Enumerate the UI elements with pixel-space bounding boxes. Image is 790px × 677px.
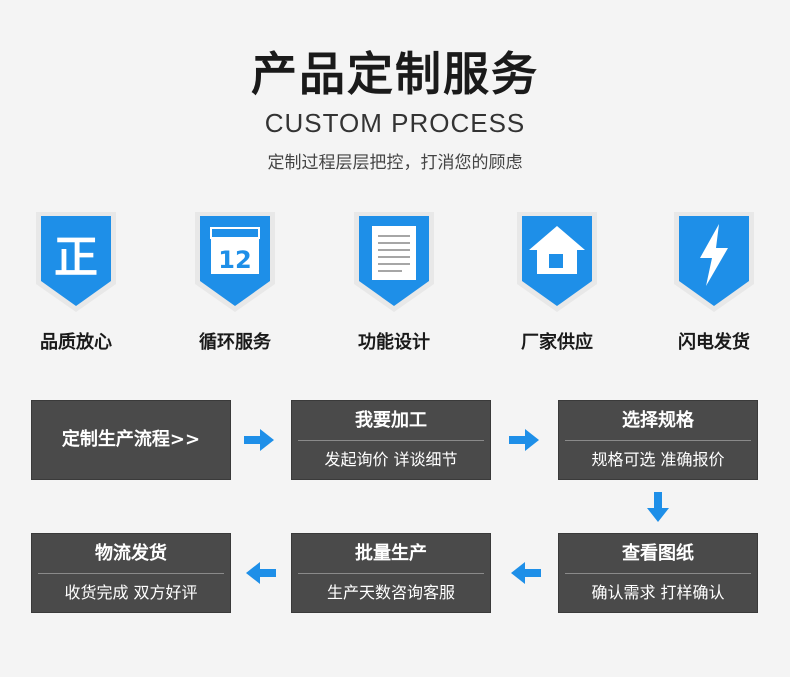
process-step-box: 选择规格 规格可选 准确报价 — [558, 400, 758, 480]
process-step-title: 我要加工 — [298, 401, 484, 441]
chinese-subtitle: 定制过程层层把控，打消您的顾虑 — [267, 153, 523, 173]
process-step-title: 选择规格 — [565, 401, 751, 441]
arrow-right-icon — [509, 429, 539, 451]
feature-row: 正 品质放心 12 循环服务 功能设计 — [0, 210, 790, 360]
process-start-box: 定制生产流程>> — [31, 400, 231, 480]
document-icon — [354, 212, 434, 312]
feature-shipping: 闪电发货 — [649, 210, 779, 354]
svg-text:12: 12 — [218, 246, 251, 274]
feature-label: 循环服务 — [199, 332, 271, 353]
process-step-box: 批量生产 生产天数咨询客服 — [291, 533, 491, 613]
process-step-desc: 生产天数咨询客服 — [326, 583, 455, 602]
page-title: 产品定制服务 — [251, 47, 539, 101]
feature-label: 厂家供应 — [521, 332, 593, 353]
lightning-icon — [674, 212, 754, 312]
calendar-icon: 12 — [195, 212, 275, 312]
feature-label: 闪电发货 — [678, 332, 750, 353]
arrow-left-icon — [246, 562, 276, 584]
process-step-title: 查看图纸 — [565, 534, 751, 574]
feature-service: 12 循环服务 — [170, 210, 300, 354]
process-step-title: 物流发货 — [38, 534, 224, 574]
english-subtitle: CUSTOM PROCESS — [264, 108, 526, 138]
feature-factory: 厂家供应 — [492, 210, 622, 354]
process-step-desc: 收货完成 双方好评 — [64, 583, 198, 602]
zheng-character-icon: 正 — [36, 212, 116, 312]
process-step-desc: 规格可选 准确报价 — [591, 450, 725, 469]
process-step-box: 查看图纸 确认需求 打样确认 — [558, 533, 758, 613]
arrow-left-icon — [511, 562, 541, 584]
feature-design: 功能设计 — [329, 210, 459, 354]
house-icon — [517, 212, 597, 312]
process-step-box: 物流发货 收货完成 双方好评 — [31, 533, 231, 613]
feature-quality: 正 品质放心 — [11, 210, 141, 354]
svg-text:正: 正 — [54, 232, 98, 283]
process-step-box: 我要加工 发起询价 详谈细节 — [291, 400, 491, 480]
process-step-desc: 确认需求 打样确认 — [591, 583, 725, 602]
process-start-label: 定制生产流程>> — [61, 429, 201, 450]
process-step-desc: 发起询价 详谈细节 — [324, 450, 458, 469]
arrow-down-icon — [647, 492, 669, 522]
feature-label: 功能设计 — [358, 332, 430, 353]
arrow-right-icon — [244, 429, 274, 451]
process-step-title: 批量生产 — [298, 534, 484, 574]
feature-label: 品质放心 — [40, 332, 112, 353]
